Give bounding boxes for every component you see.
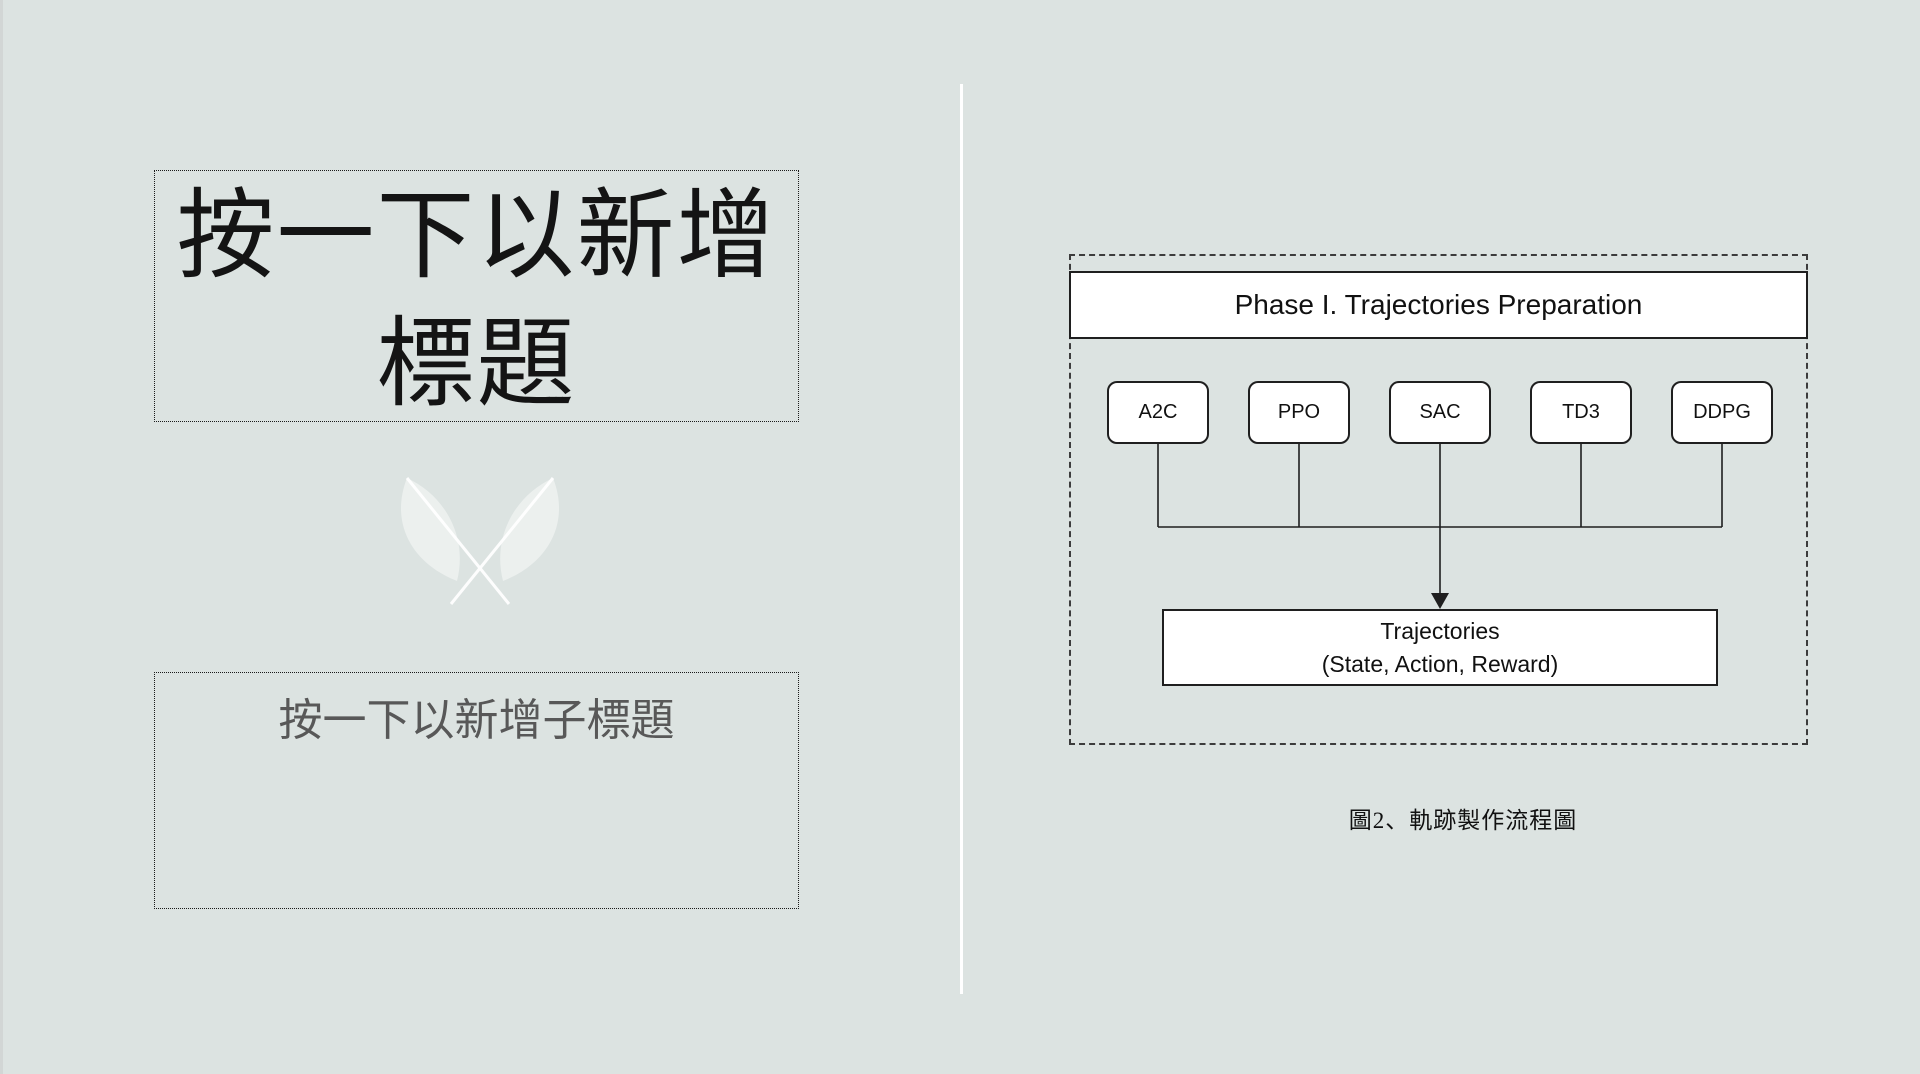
trajectories-line2: (State, Action, Reward) xyxy=(1321,650,1559,677)
algo-label: SAC xyxy=(1419,401,1461,423)
window-edge-strip xyxy=(0,0,3,1074)
algo-label: TD3 xyxy=(1562,401,1600,423)
subtitle-placeholder[interactable]: 按一下以新增子標題 xyxy=(154,672,799,909)
slide-divider-line xyxy=(960,84,963,994)
algo-label: PPO xyxy=(1277,401,1321,423)
trajectories-box[interactable]: Trajectories (State, Action, Reward) xyxy=(1162,609,1718,686)
algo-box-td3[interactable]: TD3 xyxy=(1530,381,1632,444)
algo-box-ppo[interactable]: PPO xyxy=(1248,381,1350,444)
algo-label: DDPG xyxy=(1693,401,1751,423)
phase-header-label: Phase I. Trajectories Preparation xyxy=(1234,289,1643,320)
algo-box-ddpg[interactable]: DDPG xyxy=(1671,381,1773,444)
title-placeholder-text: 按一下以新增標題 xyxy=(176,183,777,419)
algo-label: A2C xyxy=(1138,401,1178,423)
title-placeholder[interactable]: 按一下以新增標題 xyxy=(154,170,799,422)
diagram-dashed-boundary[interactable] xyxy=(1069,254,1808,745)
algo-box-a2c[interactable]: A2C xyxy=(1107,381,1209,444)
figure-caption[interactable]: 圖2、軌跡製作流程圖 xyxy=(1348,808,1578,833)
subtitle-placeholder-text: 按一下以新增子標題 xyxy=(278,696,675,745)
crossed-leaves-icon xyxy=(400,477,560,605)
algo-box-sac[interactable]: SAC xyxy=(1389,381,1491,444)
phase-header-box[interactable]: Phase I. Trajectories Preparation xyxy=(1069,271,1808,339)
trajectories-line1: Trajectories xyxy=(1380,617,1500,644)
